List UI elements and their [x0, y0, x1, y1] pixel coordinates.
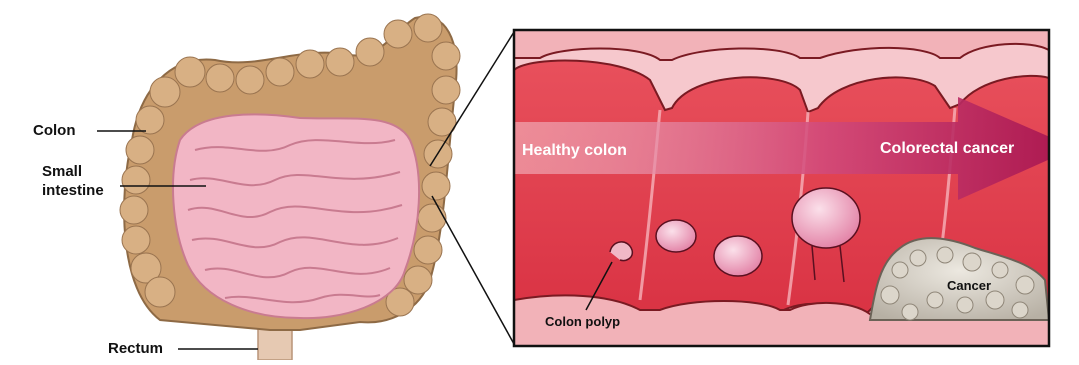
label-colorectal-cancer: Colorectal cancer [880, 140, 1014, 158]
polyp-3 [714, 236, 762, 276]
colon-anatomy [120, 14, 460, 360]
polyp-2 [656, 220, 696, 252]
label-small-intestine-line1: Small [42, 163, 82, 181]
small-intestine [173, 114, 419, 318]
label-cancer: Cancer [947, 278, 991, 293]
label-small-intestine-line2: intestine [42, 182, 104, 200]
polyp-4 [792, 188, 860, 248]
label-rectum: Rectum [108, 340, 163, 358]
colon-closeup [514, 30, 1075, 346]
label-colon: Colon [33, 122, 76, 140]
label-colon-polyp: Colon polyp [545, 314, 620, 329]
label-healthy-colon: Healthy colon [522, 142, 627, 160]
